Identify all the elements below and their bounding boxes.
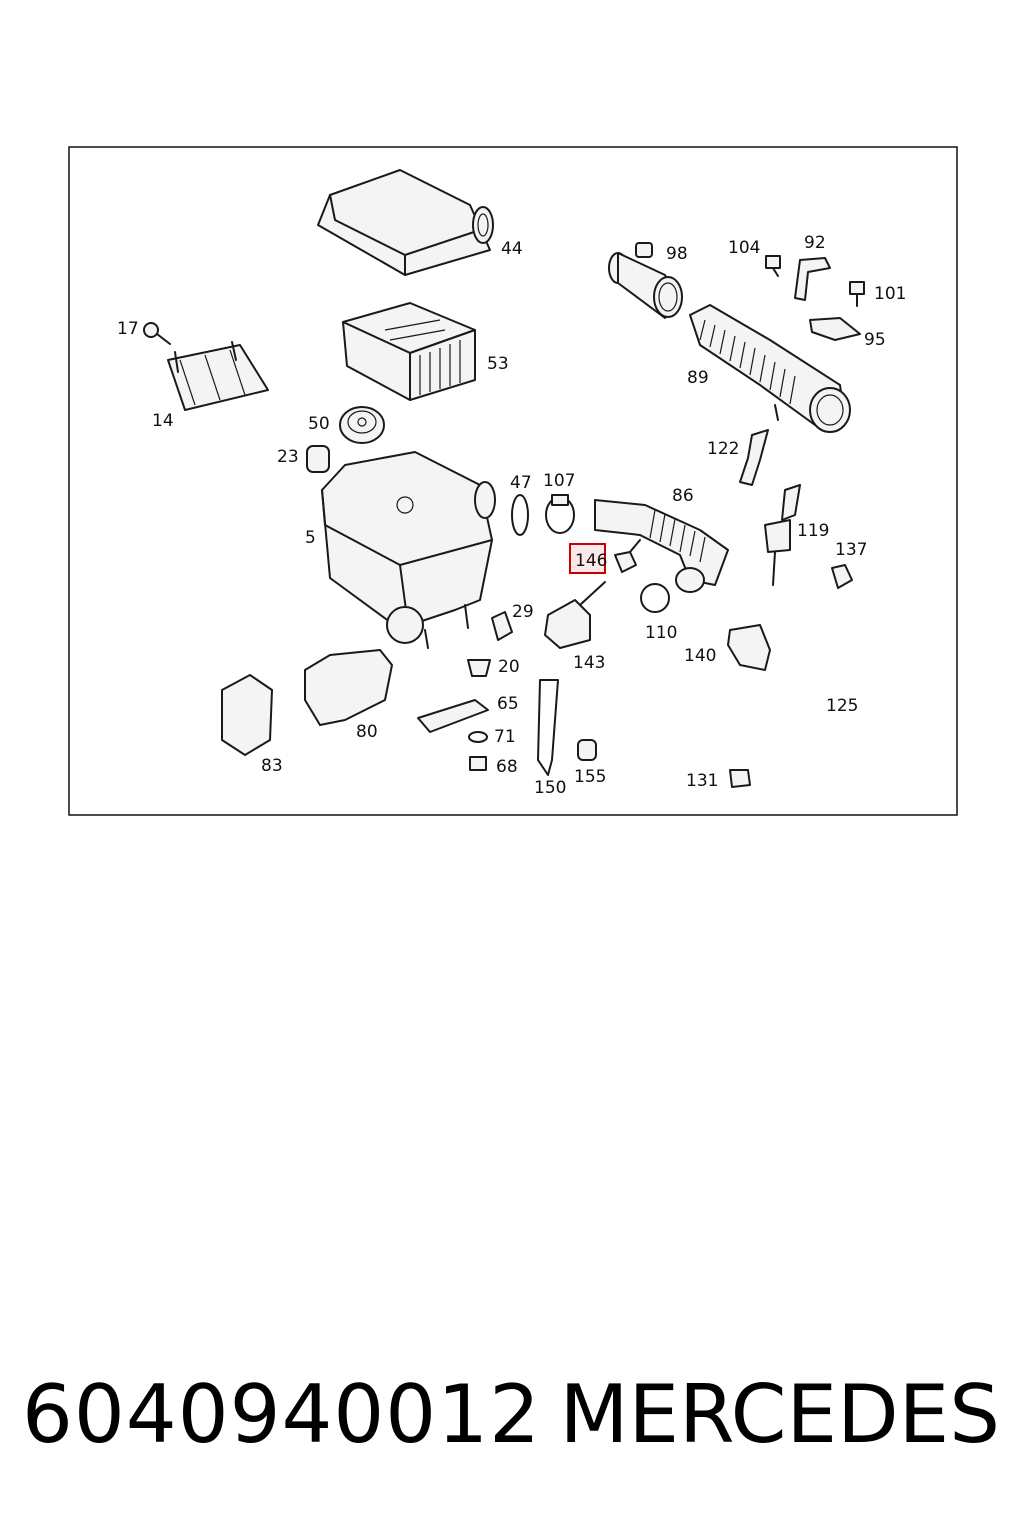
part-number: 6040940012 [22,1368,541,1461]
label-140: 140 [684,646,716,666]
part-146-sensor [614,539,641,573]
label-92: 92 [804,233,826,253]
diagram-frame [68,146,958,816]
label-104: 104 [728,238,760,258]
part-80-duct [304,649,393,726]
part-107-clamp [545,494,575,534]
label-80: 80 [356,722,378,742]
label-98: 98 [666,244,688,264]
part-92-bracket [794,257,831,301]
label-17: 17 [117,319,139,339]
part-14-bracket [167,341,269,411]
part-140-holder [727,624,771,671]
part-95-holder [809,317,861,341]
part-5-filter-housing [321,451,496,649]
part-17-screw [143,322,171,345]
part-104-bolt [765,255,781,277]
label-95: 95 [864,330,886,350]
label-50: 50 [308,414,330,434]
part-23-grommet [306,445,330,473]
brand-name: MERCEDES [559,1368,1000,1461]
label-122: 122 [707,439,739,459]
label-155: 155 [574,767,606,787]
label-83: 83 [261,756,283,776]
part-86-hose [594,499,729,593]
label-119: 119 [797,521,829,541]
caption-bar: 6040940012 MERCEDES [0,1368,1024,1468]
part-68-nut [469,756,487,771]
part-131-clip [729,769,751,788]
part-47-seal-ring [511,494,529,536]
label-71: 71 [494,727,516,747]
label-110: 110 [645,623,677,643]
part-125-hose-inner [722,582,891,758]
part-119-valve [764,484,801,586]
label-137: 137 [835,540,867,560]
part-29-clip [491,611,513,641]
label-5: 5 [305,528,316,548]
label-150: 150 [534,778,566,798]
part-110-clamp [640,583,670,613]
label-20: 20 [498,657,520,677]
label-29: 29 [512,602,534,622]
label-44: 44 [501,239,523,259]
part-150-strap [537,679,559,776]
label-68: 68 [496,757,518,777]
label-89: 89 [687,368,709,388]
part-137-clip [831,564,853,589]
label-47: 47 [510,473,532,493]
label-86: 86 [672,486,694,506]
part-101-bolt [849,281,865,307]
part-53-filter-element [342,302,476,401]
label-107: 107 [543,471,575,491]
part-71-washer [468,731,488,743]
part-83-duct [221,674,273,756]
label-146: 146 [575,551,607,571]
label-101: 101 [874,284,906,304]
part-89-intake-hose [689,304,851,433]
label-14: 14 [152,411,174,431]
part-143-connector [544,581,606,649]
label-131: 131 [686,771,718,791]
label-143: 143 [573,653,605,673]
part-125-hose [724,584,889,756]
part-44-filter-lid [317,169,494,276]
part-155-grommet [577,739,597,761]
part-122-hose [739,429,769,486]
label-125: 125 [826,696,858,716]
part-50-flap [339,406,385,444]
label-65: 65 [497,694,519,714]
highlight-box-146 [569,543,606,574]
part-98-air-mass-sensor [608,242,683,319]
part-20-grommet [467,659,491,677]
label-53: 53 [487,354,509,374]
part-65-bracket [417,699,489,733]
label-23: 23 [277,447,299,467]
